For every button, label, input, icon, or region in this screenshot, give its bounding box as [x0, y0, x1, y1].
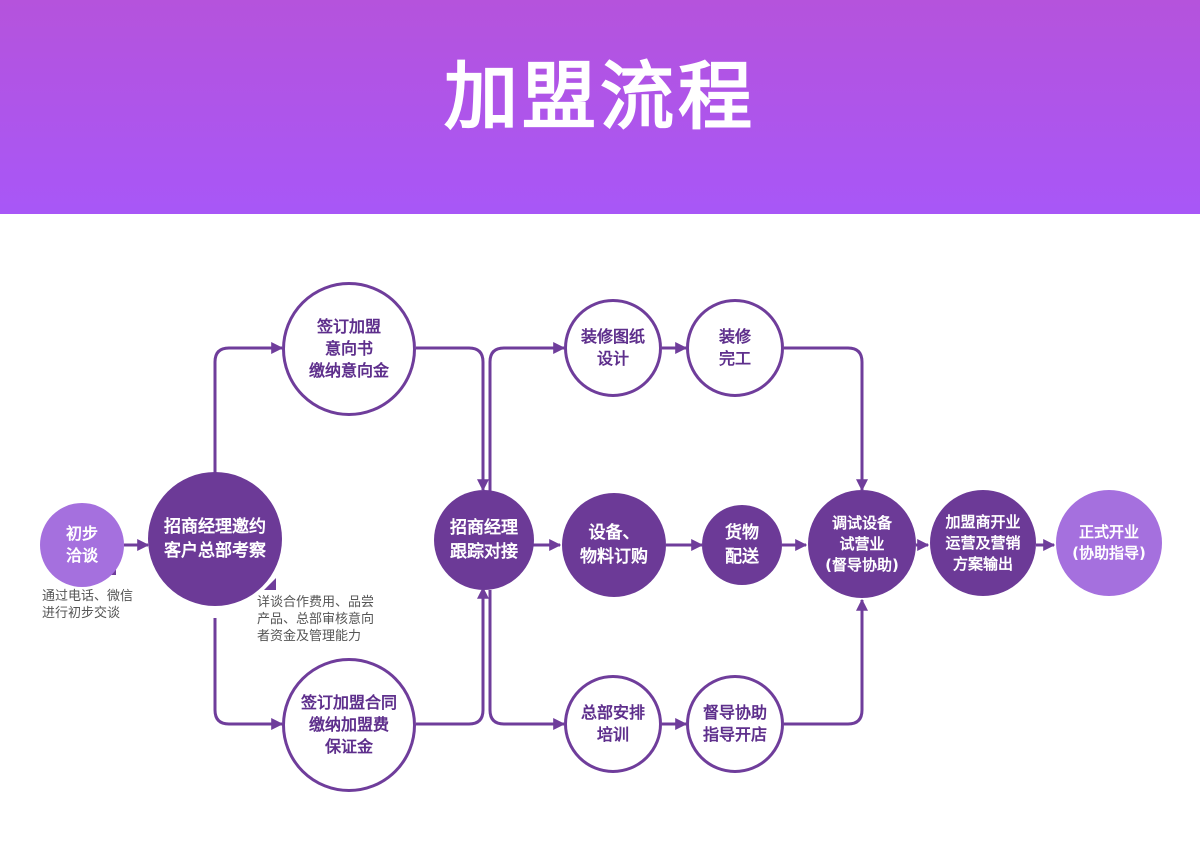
note-initial-talk: 通过电话、微信 进行初步交谈: [42, 589, 134, 621]
node-purchase: 设备、 物料订购: [562, 493, 666, 597]
node-initial-talk: 初步 洽谈: [40, 503, 124, 587]
connector-intent-follow: [416, 346, 489, 492]
node-delivery: 货物 配送: [702, 505, 782, 585]
connector-follow-design: [488, 342, 566, 500]
node-invite: 招商经理邀约 客户总部考察: [148, 472, 282, 606]
connector-decor-trial: [784, 346, 868, 492]
page-title: 加盟流程: [444, 54, 756, 140]
note-invite: 详谈合作费用、品尝 产品、总部审核意向 者资金及管理能力: [257, 595, 375, 644]
node-grand-open: 正式开业 (协助指导): [1056, 490, 1162, 596]
header-banner: 加盟流程: [0, 0, 1200, 214]
connector-invite-contract: [213, 618, 284, 730]
corner-arrow-invite: [264, 578, 276, 590]
node-decor-done: 装修 完工: [686, 299, 784, 397]
connector-guide-trial: [784, 598, 868, 726]
node-trial: 调试设备 试营业 (督导协助): [808, 490, 916, 598]
node-follow-up: 招商经理 跟踪对接: [434, 490, 534, 590]
node-guide-open: 督导协助 指导开店: [686, 675, 784, 773]
connector-follow-training: [488, 590, 566, 730]
connector-contract-follow: [416, 586, 489, 726]
node-operation: 加盟商开业 运营及营销 方案输出: [930, 490, 1036, 596]
node-contract: 签订加盟合同 缴纳加盟费 保证金: [282, 658, 416, 792]
node-training: 总部安排 培训: [564, 675, 662, 773]
connector-invite-intent: [213, 342, 284, 473]
node-intent-letter: 签订加盟 意向书 缴纳意向金: [282, 282, 416, 416]
node-design: 装修图纸 设计: [564, 299, 662, 397]
